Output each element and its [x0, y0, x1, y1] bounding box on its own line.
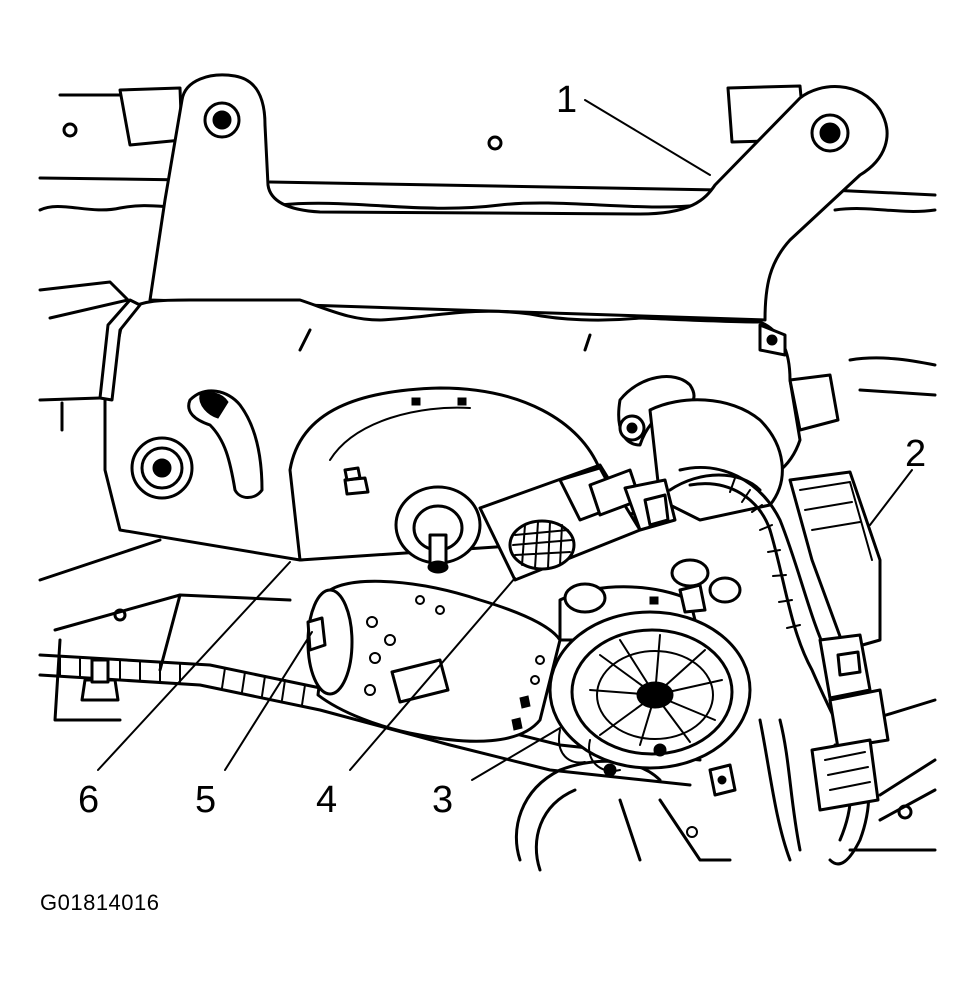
callout-6: 6 — [78, 779, 99, 821]
leader-2 — [869, 469, 913, 526]
motor-connector — [478, 463, 762, 582]
motor — [306, 579, 562, 743]
fan-assembly — [548, 558, 752, 862]
bracket-side-bolt — [758, 323, 840, 432]
leader-6 — [97, 561, 291, 771]
leader-5 — [224, 631, 313, 771]
leader-4 — [349, 577, 516, 771]
leader-1 — [584, 99, 711, 176]
callout-5: 5 — [195, 779, 216, 821]
rail-bolt — [80, 658, 120, 702]
callout-leaders — [97, 99, 913, 781]
figure-id: G01814016 — [40, 890, 160, 915]
gear-housing — [98, 298, 802, 574]
callout-1: 1 — [556, 79, 577, 121]
callout-labels: 1 2 3 4 5 6 — [78, 79, 926, 821]
callout-3: 3 — [432, 779, 453, 821]
callout-4: 4 — [316, 779, 337, 821]
callout-2: 2 — [905, 433, 926, 475]
connector-housing — [788, 470, 890, 812]
leader-3 — [471, 727, 561, 781]
mounting-bracket — [148, 73, 889, 322]
